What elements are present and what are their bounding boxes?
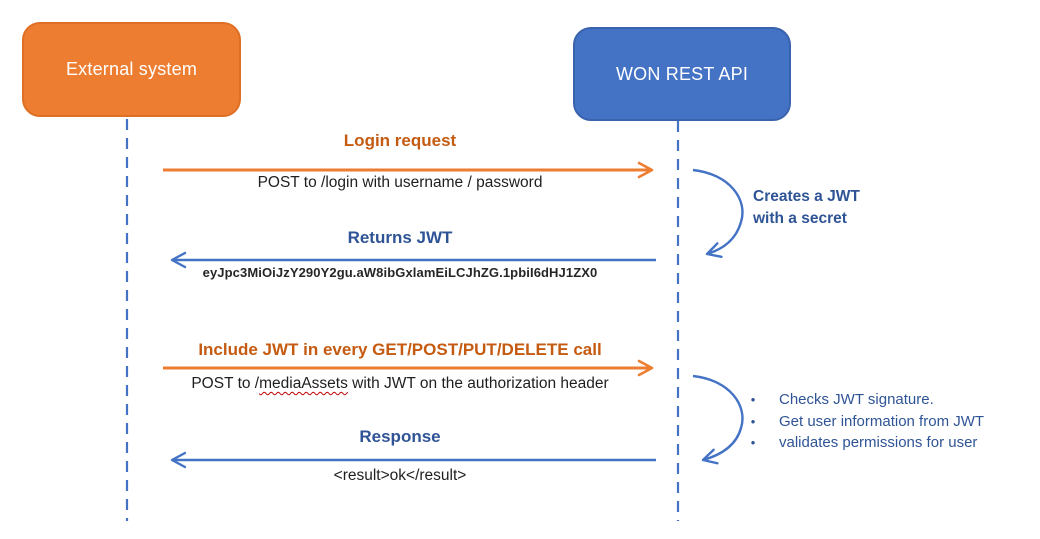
message-title-returns-jwt: Returns JWT	[347, 228, 453, 247]
message-detail-result-ok: <result>ok</result>	[333, 467, 467, 484]
detail-spellcheck-flagged-word: mediaAssets	[259, 375, 348, 392]
list-item: • Get user information from JWT	[745, 411, 984, 433]
detail-suffix: with JWT on the authorization header	[347, 375, 609, 392]
message-title-login-request: Login request	[343, 131, 457, 150]
validation-bullet-list: • Checks JWT signature. • Get user infor…	[745, 389, 984, 454]
bullet-icon: •	[750, 413, 756, 429]
note-creates-jwt: Creates a JWT with a secret	[753, 186, 860, 230]
actor-box-external-system: External system	[22, 22, 241, 117]
self-loop-arrow-validate	[692, 374, 744, 465]
bullet-icon: •	[750, 435, 756, 450]
bullet-text: validates permissions for user	[779, 434, 978, 451]
message-detail-jwt-token: eyJpc3MiOiJzY290Y2gu.aW8ibGxlamEiLCJhZG.…	[202, 265, 598, 280]
message-title-include-jwt: Include JWT in every GET/POST/PUT/DELETE…	[198, 340, 602, 359]
actor-label-won-rest-api: WON REST API	[615, 63, 749, 84]
bullet-text: Checks JWT signature.	[779, 391, 934, 408]
actor-box-won-rest-api: WON REST API	[573, 27, 791, 121]
message-detail-login-request: POST to /login with username / password	[257, 174, 543, 191]
detail-prefix: POST to /	[191, 375, 260, 392]
message-title-response: Response	[359, 427, 441, 446]
note-line: Creates a JWT	[753, 188, 860, 205]
message-detail-media-assets: POST to /mediaAssets with JWT on the aut…	[135, 375, 665, 393]
actor-label-external-system: External system	[65, 59, 198, 79]
bullet-text: Get user information from JWT	[779, 412, 985, 430]
self-loop-arrow-create-jwt	[692, 168, 744, 258]
list-item: • Checks JWT signature.	[745, 389, 984, 411]
bullet-icon: •	[750, 392, 756, 407]
note-line: with a secret	[753, 210, 847, 227]
list-item: • validates permissions for user	[745, 432, 984, 454]
